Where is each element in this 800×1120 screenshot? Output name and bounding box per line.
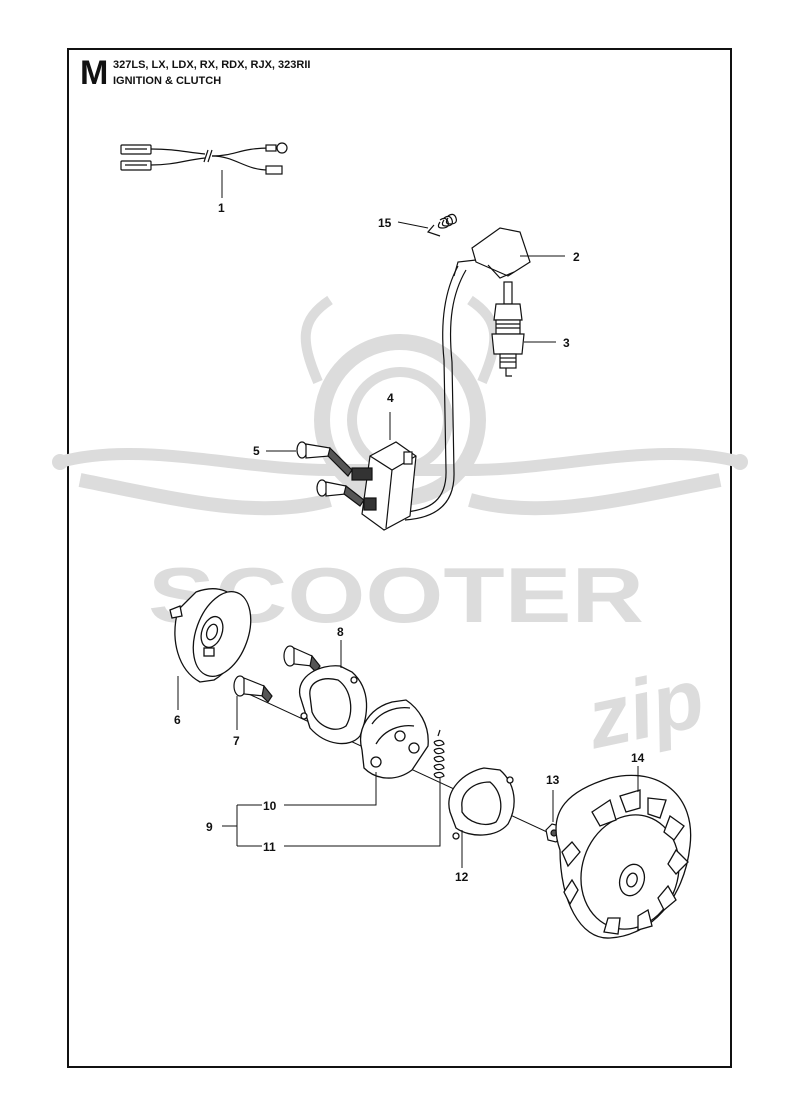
- callout-8: 8: [337, 625, 344, 639]
- callout-15: 15: [378, 216, 392, 230]
- diagram-title: IGNITION & CLUTCH: [113, 75, 222, 87]
- washer-plate-part: [299, 665, 368, 745]
- clutch-drum-part: [169, 588, 252, 683]
- callout-7: 7: [233, 734, 240, 748]
- diagram-frame: [67, 48, 732, 1068]
- ht-lead: [404, 265, 467, 521]
- callout-11: 11: [263, 840, 276, 854]
- watermark-script: zip: [577, 650, 712, 766]
- spring-part: [426, 213, 457, 237]
- section-letter: M: [80, 54, 109, 92]
- ignition-module-part: [351, 441, 417, 531]
- callout-6: 6: [174, 713, 181, 727]
- callout-9: 9: [206, 820, 213, 834]
- callout-10: 10: [263, 799, 277, 813]
- clutch-shoes-part: [360, 699, 429, 779]
- callout-5: 5: [253, 444, 260, 458]
- callout-13: 13: [546, 773, 560, 787]
- clutch-screws-part: [233, 645, 321, 703]
- ignition-screws-part: [296, 441, 365, 507]
- bracket-9: [222, 772, 441, 847]
- plug-cap-part: [453, 227, 531, 279]
- callout-12: 12: [455, 870, 469, 884]
- model-list: 327LS, LX, LDX, RX, RDX, RJX, 323RII: [113, 59, 311, 71]
- flywheel-part: [555, 774, 692, 939]
- spark-plug-part: [491, 281, 525, 377]
- callout-14: 14: [631, 751, 645, 765]
- callout-1: 1: [218, 201, 225, 215]
- wire-harness-part: [120, 142, 288, 175]
- clutch-spring-part: [433, 729, 445, 779]
- washer-plate-2-part: [448, 767, 515, 840]
- callout-2: 2: [573, 250, 580, 264]
- callout-4: 4: [387, 391, 394, 405]
- callout-3: 3: [563, 336, 570, 350]
